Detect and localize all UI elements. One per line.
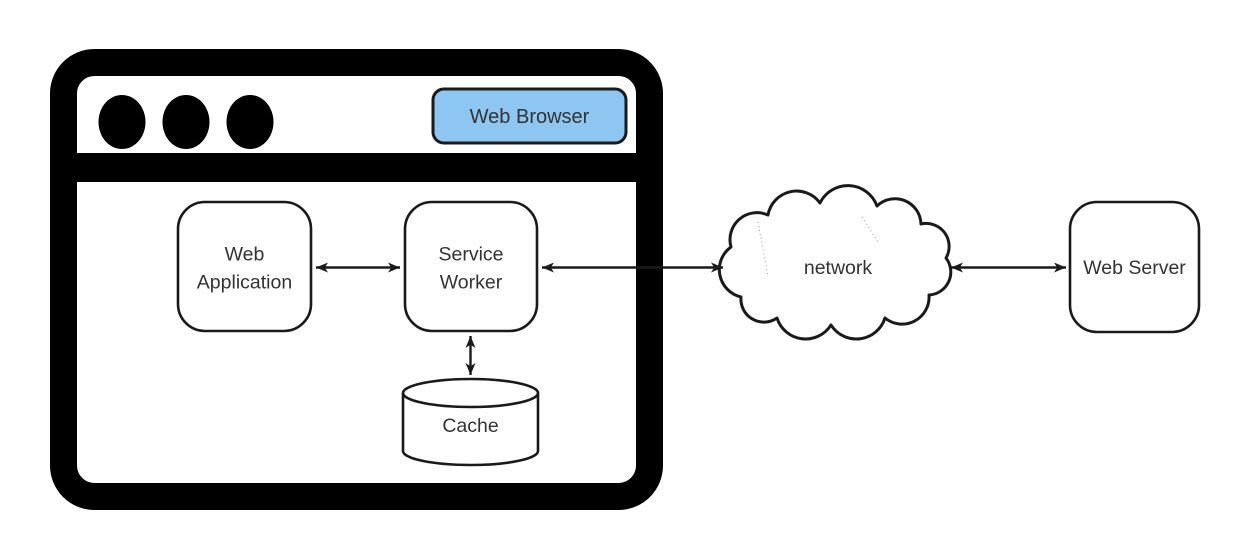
- browser-window: Web Browser: [50, 49, 663, 510]
- service-worker-label-line1: Service: [438, 244, 503, 266]
- browser-dot-3-icon: [226, 95, 274, 149]
- cache-label: Cache: [442, 415, 498, 437]
- cache-node: Cache: [401, 377, 540, 467]
- browser-label: Web Browser: [470, 106, 590, 128]
- cache-cylinder-top: [401, 377, 540, 409]
- cache-cylinder-body: [401, 393, 540, 467]
- service-worker-box: [403, 200, 539, 333]
- network-cloud-node: network: [717, 184, 953, 341]
- web-application-node: Web Application: [176, 200, 313, 333]
- service-worker-label-line2: Worker: [440, 272, 503, 294]
- browser-label-box: [431, 87, 628, 145]
- network-label: network: [804, 257, 873, 279]
- network-cloud-shape: [717, 184, 953, 341]
- browser-dot-1-icon: [98, 95, 146, 149]
- service-worker-node: Service Worker: [403, 200, 539, 333]
- browser-dot-2-icon: [162, 95, 210, 149]
- web-server-node: Web Server: [1068, 200, 1201, 334]
- cloud-crease-right: [861, 216, 879, 243]
- web-application-label-line1: Web: [225, 244, 265, 266]
- web-application-label-line2: Application: [197, 272, 292, 294]
- web-application-box: [176, 200, 313, 333]
- browser-titlebar-divider: [52, 153, 661, 182]
- web-server-label: Web Server: [1083, 257, 1186, 279]
- web-server-box: [1068, 200, 1201, 334]
